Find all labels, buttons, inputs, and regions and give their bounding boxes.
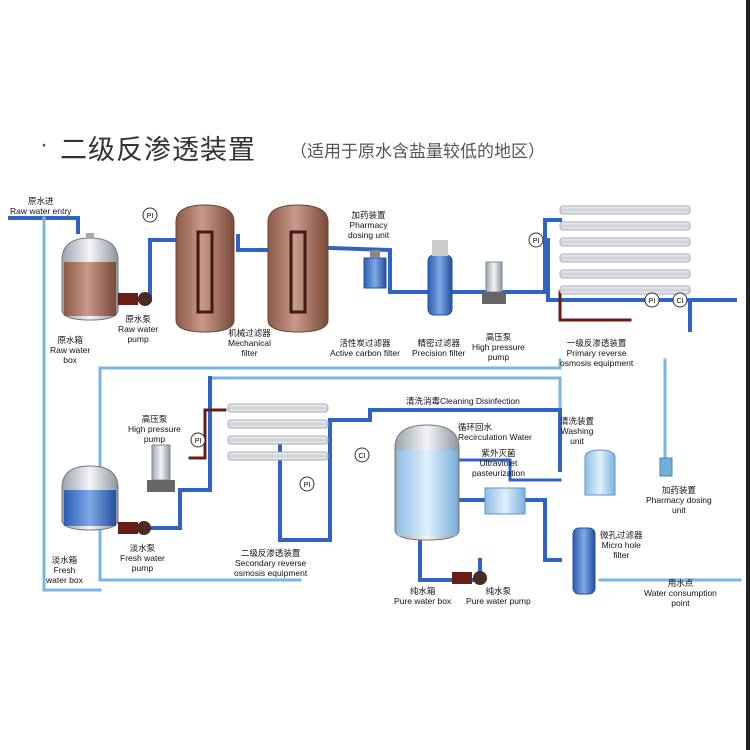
pipe-network — [8, 216, 742, 592]
ro2-outlet-pipe — [278, 418, 332, 542]
filter-link-pipe — [236, 234, 270, 252]
fresh-water-pump — [118, 521, 151, 535]
primary-ro-feed-pipe — [546, 238, 692, 332]
pi-gauge-2 — [528, 232, 544, 248]
pi-gauge-4 — [190, 432, 206, 448]
pi-gauge-3 — [644, 292, 660, 308]
raw-water-pump — [118, 292, 152, 306]
washing-unit — [584, 449, 616, 496]
svg-text:CI: CI — [359, 453, 366, 460]
fresh-pump-pipe — [148, 376, 212, 530]
page-subtitle: （适用于原水含盐量较低的地区） — [290, 142, 545, 162]
secondary-ro-rack — [227, 403, 329, 461]
mechanical-filter — [175, 204, 235, 333]
ci-gauge-2 — [354, 447, 370, 463]
page-title: 二级反渗透装置 — [60, 135, 256, 166]
hp-pump-to-ro2-pipe — [188, 408, 227, 460]
raw-water-box — [61, 233, 119, 321]
svg-text:PI: PI — [147, 213, 154, 220]
raw-entry-pipe — [8, 216, 80, 234]
svg-text:PI: PI — [195, 438, 202, 445]
title-bullet: · — [40, 131, 48, 158]
pure-water-pump — [452, 571, 487, 585]
right-edge-bar — [746, 0, 750, 750]
pi-gauge-5 — [299, 476, 315, 492]
high-pressure-pump-mid — [147, 444, 175, 492]
primary-ro-drain-pipe — [558, 290, 632, 322]
ro2-to-cleaning-pipe — [328, 408, 562, 472]
active-carbon-filter — [267, 204, 329, 333]
recirculation-pipe — [458, 458, 562, 482]
filter-to-dosing-pipe — [327, 218, 562, 294]
precision-filter — [427, 240, 453, 316]
uv-pipe — [458, 498, 562, 562]
svg-text:PI: PI — [533, 238, 540, 245]
pi-gauge-1 — [142, 207, 158, 223]
pharmacy-dosing-unit-right — [659, 457, 673, 477]
micro-hole-filter — [572, 527, 596, 595]
raw-box-overflow-pipe — [42, 216, 102, 592]
label-cleaning-disinfection: 清洗消毒Cleaning Disinfection — [406, 396, 520, 406]
svg-text:CI: CI — [677, 298, 684, 305]
primary-to-fresh-pipe — [98, 358, 562, 472]
uv-sterilizer — [484, 487, 526, 515]
primary-ro-rack — [559, 205, 691, 295]
svg-text:PI: PI — [649, 298, 656, 305]
pure-box-outlet-pipe — [418, 538, 482, 582]
pharmacy-dosing-unit-top — [363, 250, 387, 289]
pressure-gauges: PI PI PI CI PI PI CI — [142, 207, 688, 492]
high-pressure-pump-top — [482, 261, 506, 304]
fresh-outlet-pipe — [98, 518, 302, 582]
ci-gauge-1 — [672, 292, 688, 308]
svg-text:PI: PI — [304, 482, 311, 489]
fresh-water-box — [61, 465, 119, 531]
pure-water-box — [394, 424, 460, 541]
